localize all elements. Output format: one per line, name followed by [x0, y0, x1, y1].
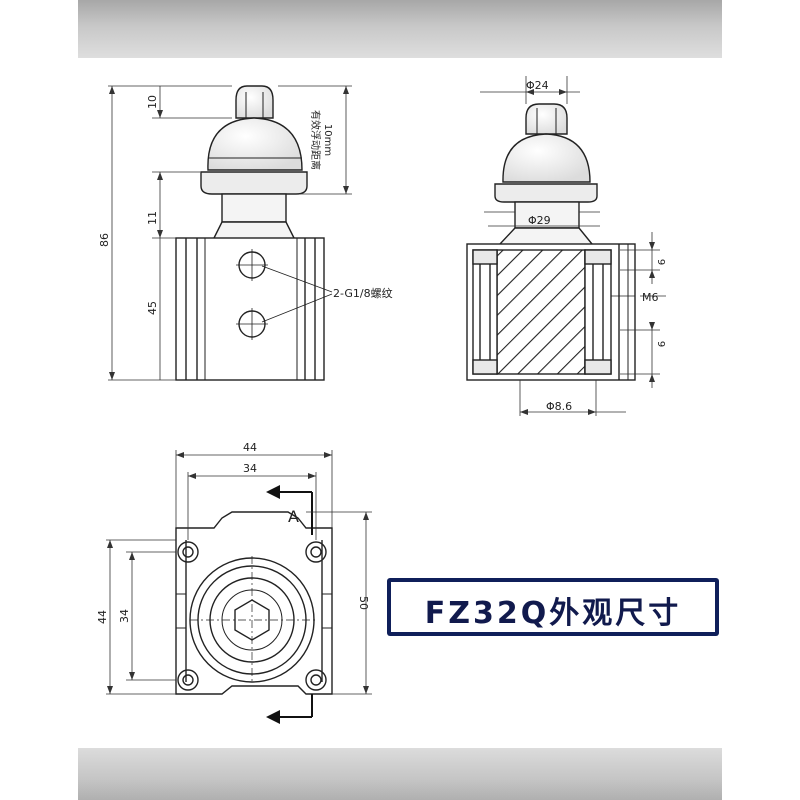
model-title-inner: FZ32Q外观尺寸: [391, 582, 715, 632]
section-arrow-bottom: [266, 710, 280, 724]
end-bolt-hole-tl: [177, 541, 199, 563]
section-cap-dome: [502, 133, 591, 183]
dim-cap-dia: Φ24: [526, 79, 549, 92]
side-flange: [200, 171, 308, 195]
model-title: FZ32Q外观尺寸: [424, 596, 682, 631]
dim-top-offset: 9: [655, 259, 666, 265]
bottom-banner: [78, 748, 722, 800]
section-flange: [494, 183, 598, 203]
section-line-a: [274, 491, 313, 718]
side-cap-top: [235, 85, 274, 119]
dim-height-outer-44: 44: [96, 610, 109, 624]
dim-hole-dia: Φ8.6: [546, 400, 572, 413]
dim-thread-m6: M6: [642, 291, 659, 304]
section-hatched-core: [496, 249, 586, 375]
side-body: [175, 237, 325, 381]
side-cap-dome: [207, 117, 303, 171]
section-view: [466, 103, 636, 381]
note-float-distance-1: 10mm: [322, 124, 333, 156]
dim-top-10: 10: [146, 95, 159, 109]
end-bolt-hole-br: [305, 669, 327, 691]
end-view-outline: [175, 511, 333, 695]
end-bolt-hole-tr: [305, 541, 327, 563]
section-cap-top: [525, 103, 568, 135]
dim-width-outer-44: 44: [243, 441, 257, 454]
dim-bottom-offset: 9: [655, 341, 666, 347]
port-thread-label: 2-G1/8螺纹: [333, 286, 393, 300]
side-neck: [221, 193, 287, 223]
note-float-distance-2: 有效浮动距离: [309, 110, 322, 170]
dim-neck-dia: Φ29: [528, 214, 551, 227]
top-banner: [78, 0, 722, 58]
dim-overall-86: 86: [98, 233, 111, 247]
dim-width-inner-34: 34: [243, 462, 257, 475]
dim-neck-11: 11: [146, 211, 159, 225]
dim-body-45: 45: [146, 301, 159, 315]
dim-height-total-50: 50: [357, 596, 370, 610]
section-arrow-top: [266, 485, 280, 499]
section-mark-a: A: [288, 507, 299, 526]
end-bolt-hole-bl: [177, 669, 199, 691]
end-dimensions: [106, 450, 372, 695]
side-view: [175, 85, 333, 381]
end-view: [175, 511, 333, 695]
model-title-box: FZ32Q外观尺寸: [387, 578, 719, 636]
dim-height-inner-34: 34: [118, 609, 131, 623]
section-neck: [514, 201, 580, 229]
